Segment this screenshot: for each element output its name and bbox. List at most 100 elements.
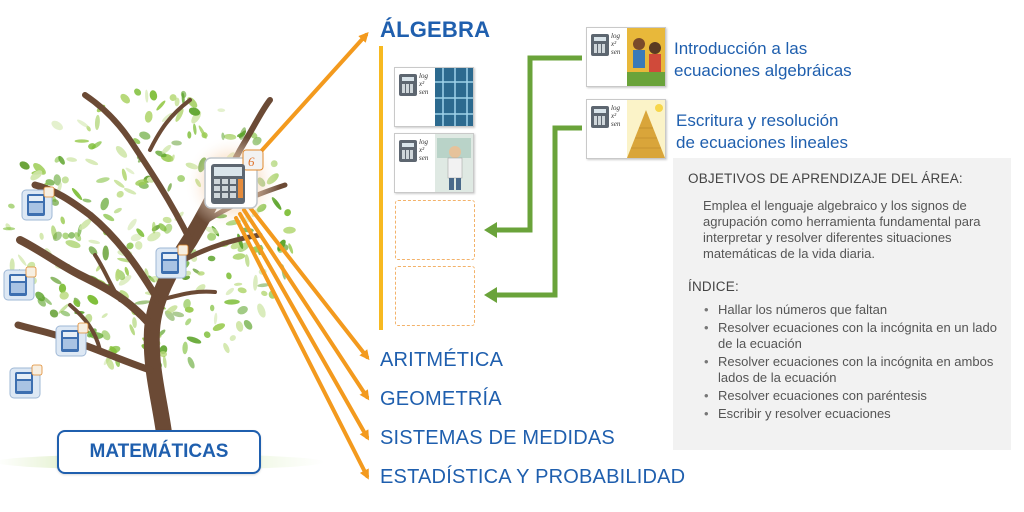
leaf	[161, 144, 172, 154]
calculator-icon	[399, 74, 417, 96]
index-item[interactable]: Resolver ecuaciones con paréntesis	[702, 388, 1002, 404]
leaf	[62, 232, 70, 240]
leaf	[284, 209, 291, 217]
leaf	[147, 231, 161, 242]
leaf	[261, 290, 268, 297]
leaf	[187, 131, 192, 139]
index-item[interactable]: Resolver ecuaciones con la incógnita en …	[702, 354, 1002, 386]
leaf	[60, 310, 71, 317]
index-item[interactable]: Hallar los números que faltan	[702, 302, 1002, 318]
leaf	[125, 167, 135, 175]
leaf	[209, 304, 215, 312]
leaf	[102, 245, 109, 261]
calculator-icon[interactable]	[155, 244, 189, 279]
leaf	[108, 345, 121, 354]
leaf	[149, 90, 158, 101]
lesson-2-title[interactable]: Escritura y resolución de ecuaciones lin…	[676, 110, 848, 154]
leaf	[120, 93, 130, 104]
leaf	[237, 242, 250, 253]
objectives-line: Emplea el lenguaje algebraico y los sign…	[703, 198, 967, 213]
leaf	[253, 274, 258, 291]
arrow-aritmetica	[246, 203, 370, 361]
leaf	[288, 243, 294, 254]
leaf	[172, 311, 185, 318]
index-list: Hallar los números que faltan Resolver e…	[702, 302, 1002, 424]
leaf	[155, 150, 167, 158]
leaf	[9, 258, 15, 274]
leaf	[197, 271, 205, 276]
index-item[interactable]: Resolver ecuaciones con la incógnita en …	[702, 320, 1002, 352]
leaf	[283, 226, 296, 234]
leaf	[118, 275, 132, 286]
index-item[interactable]: Escribir y resolver ecuaciones	[702, 406, 1002, 422]
objectives-line: agrupación como herramienta fundamental …	[703, 214, 981, 229]
leaf	[171, 140, 182, 146]
empty-lesson-slot-1	[395, 200, 475, 260]
leaf	[124, 266, 129, 276]
leaf	[115, 146, 128, 158]
leaf	[163, 223, 173, 234]
leaf	[166, 305, 178, 314]
calculator-icon[interactable]	[9, 364, 43, 399]
central-calculator-icon[interactable]: 6	[204, 149, 264, 209]
leaf	[232, 253, 246, 260]
arrow-sistemas	[238, 212, 369, 441]
leaf	[8, 203, 15, 209]
svg-text:6: 6	[248, 154, 255, 169]
leaf	[87, 294, 99, 305]
area-algebra[interactable]: ÁLGEBRA	[380, 17, 491, 42]
leaf	[229, 335, 236, 342]
area-sistemas-de-medidas[interactable]: SISTEMAS DE MEDIDAS	[380, 427, 615, 449]
leaf	[162, 355, 167, 369]
objectives-heading: OBJETIVOS DE APRENDIZAJE DEL ÁREA:	[688, 171, 963, 186]
leaf	[85, 158, 99, 166]
leaf	[88, 239, 101, 245]
leaf	[58, 155, 65, 165]
calculator-icon[interactable]	[3, 266, 37, 301]
leaf	[2, 227, 16, 231]
subject-button[interactable]: MATEMÁTICAS	[57, 430, 261, 474]
leaf	[113, 207, 122, 214]
calculator-icon[interactable]	[55, 322, 89, 357]
leaf	[156, 100, 166, 111]
leaf	[127, 218, 137, 231]
leaf	[183, 298, 191, 310]
leaf	[223, 342, 230, 354]
leaf	[244, 254, 250, 267]
empty-lesson-slot-2	[395, 266, 475, 326]
area-aritmetica[interactable]: ARITMÉTICA	[380, 349, 504, 371]
leaf	[135, 179, 148, 186]
leaf	[45, 179, 55, 186]
lesson-1-title-line-1: Introducción a las	[674, 39, 808, 58]
tree-calculator-icons	[3, 186, 189, 399]
leaf	[184, 306, 194, 313]
index-heading: ÍNDICE:	[688, 279, 739, 294]
area-geometria[interactable]: GEOMETRÍA	[380, 388, 502, 410]
info-panel: OBJETIVOS DE APRENDIZAJE DEL ÁREA: Emple…	[673, 158, 1011, 450]
leaf	[230, 241, 242, 250]
leaf	[35, 291, 45, 302]
leaf	[186, 336, 202, 344]
lesson-1-title[interactable]: Introducción a las ecuaciones algebráica…	[674, 38, 852, 82]
leaf	[74, 139, 90, 143]
connector-arrowhead-1	[484, 222, 497, 238]
leaf	[185, 318, 192, 326]
leaf	[53, 174, 62, 186]
lesson-2-title-line-1: Escritura y resolución	[676, 111, 839, 130]
objectives-line: matemáticas de la vida diaria.	[703, 246, 875, 261]
calculator-icon[interactable]	[21, 186, 55, 221]
area-estadistica-y-probabilidad[interactable]: ESTADÍSTICA Y PROBABILIDAD	[380, 466, 686, 488]
leaf	[116, 190, 124, 198]
leaf	[134, 300, 151, 305]
leaf	[224, 299, 240, 305]
calculator-icon	[399, 140, 417, 162]
leaf	[129, 324, 135, 336]
leaf	[181, 92, 185, 105]
leaf	[61, 176, 69, 184]
leaf	[19, 161, 30, 170]
